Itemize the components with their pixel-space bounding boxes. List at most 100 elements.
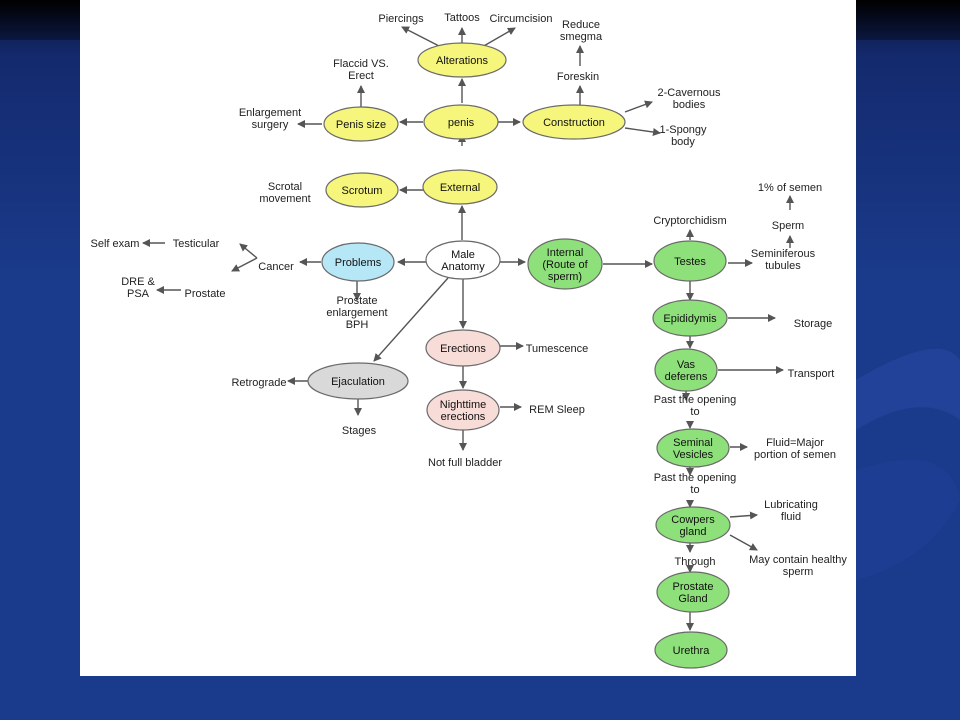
node-shape [653, 240, 727, 282]
node-problems[interactable]: Problems [321, 242, 395, 282]
connector-arrow [231, 257, 258, 272]
node-shape [417, 42, 507, 78]
concept-nodes: Alterations penis Construction Penis sizeEx… [307, 42, 731, 669]
node-ejaculation[interactable]: Ejaculation [307, 362, 409, 400]
node-shape [307, 362, 409, 400]
node-epididymis[interactable]: Epididymis [652, 299, 728, 337]
node-label: Ejaculation [331, 376, 385, 388]
node-shape [656, 571, 730, 613]
node-shape [527, 238, 603, 290]
node-shape [325, 172, 399, 208]
node-shape [522, 104, 626, 140]
label-not-full-bladder: Not full bladder [428, 457, 502, 469]
label-sperm: Sperm [772, 220, 804, 232]
node-shape [656, 428, 730, 468]
label-prostate: Prostate [185, 288, 226, 300]
node-shape [423, 104, 499, 140]
node-external[interactable]: External [422, 169, 498, 205]
label-dre-psa: DRE &PSA [121, 276, 155, 300]
label-piercings: Piercings [378, 13, 424, 25]
label-tumescence: Tumescence [526, 343, 589, 355]
connector-arrow [401, 26, 442, 48]
label-self-exam: Self exam [91, 238, 140, 250]
node-shape [652, 299, 728, 337]
node-shape [321, 242, 395, 282]
connector-arrows [142, 26, 794, 631]
connector-arrow [729, 511, 758, 520]
node-shape [425, 240, 501, 280]
node-label: penis [448, 117, 475, 129]
label-storage: Storage [794, 318, 833, 330]
node-scrotum[interactable]: Scrotum [325, 172, 399, 208]
node-label: Penis size [336, 119, 386, 131]
node-shape [654, 348, 718, 392]
connector-arrow [624, 100, 653, 113]
node-label: Epididymis [663, 313, 717, 325]
node-construction[interactable]: Construction [522, 104, 626, 140]
node-shape [655, 506, 731, 544]
connector-arrow [239, 243, 258, 259]
node-shape [422, 169, 498, 205]
label-foreskin: Foreskin [557, 71, 599, 83]
node-shape [323, 106, 399, 142]
connector-arrow [729, 534, 758, 551]
connector-arrow [481, 27, 516, 48]
label-retrograde: Retrograde [231, 377, 286, 389]
label-rem-sleep: REM Sleep [529, 404, 585, 416]
connector-arrow [624, 127, 661, 136]
node-erections[interactable]: Erections [425, 329, 501, 367]
label-circumcision: Circumcision [490, 13, 553, 25]
label-cancer: Cancer [258, 261, 294, 273]
label-testicular: Testicular [173, 238, 220, 250]
node-urethra[interactable]: Urethra [654, 631, 728, 669]
node-label: Problems [335, 257, 382, 269]
node-label: External [440, 182, 480, 194]
concept-map: Alterations penis Construction Penis sizeEx… [91, 12, 848, 669]
label-one-percent: 1% of semen [758, 182, 822, 194]
label-through: Through [675, 556, 716, 568]
label-flaccid-erect: Flaccid VS.Erect [333, 58, 389, 82]
node-shape [425, 329, 501, 367]
node-label: Alterations [436, 55, 488, 67]
node-label: Erections [440, 343, 486, 355]
node-shape [654, 631, 728, 669]
node-penis-size[interactable]: Penis size [323, 106, 399, 142]
label-transport: Transport [788, 368, 835, 380]
node-alterations[interactable]: Alterations [417, 42, 507, 78]
node-label: Urethra [673, 645, 711, 657]
node-label: Construction [543, 117, 605, 129]
node-penis[interactable]: penis [423, 104, 499, 140]
node-shape [426, 389, 500, 431]
label-tattoos: Tattoos [444, 12, 480, 24]
node-testes[interactable]: Testes [653, 240, 727, 282]
label-cryptorchidism: Cryptorchidism [653, 215, 726, 227]
node-label: Scrotum [342, 185, 383, 197]
connector-arrow [373, 277, 449, 362]
label-stages: Stages [342, 425, 377, 437]
